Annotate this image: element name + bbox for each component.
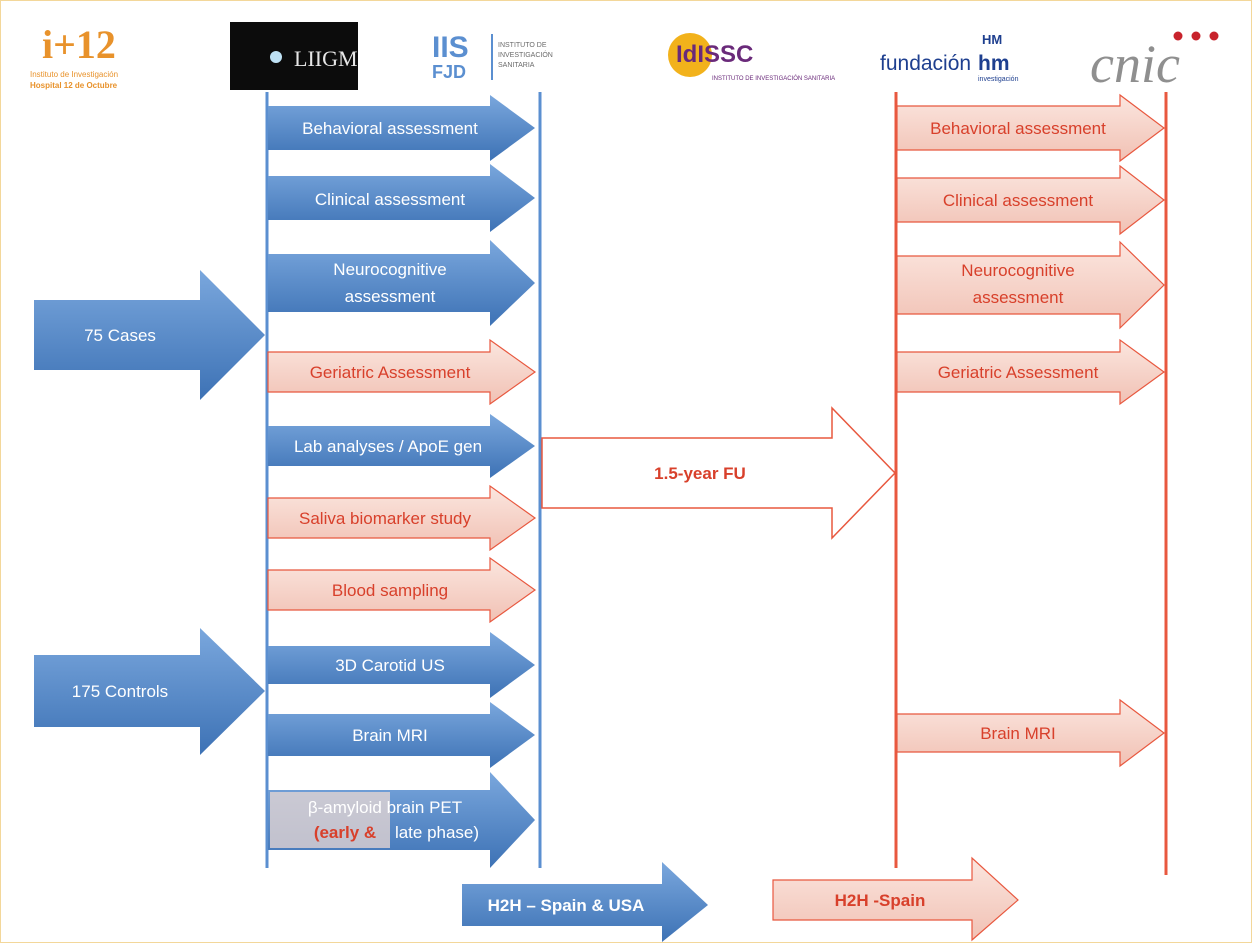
logo-iisfjd-side3: SANITARIA bbox=[498, 62, 535, 69]
followup-step-label: Behavioral assessment bbox=[930, 119, 1106, 138]
baseline-step-label: Geriatric Assessment bbox=[310, 363, 471, 382]
logo-i12-line2: Hospital 12 de Octubre bbox=[30, 81, 118, 90]
baseline-step-clinical: Clinical assessment bbox=[268, 164, 535, 232]
logo-idissc: IdISSC INSTITUTO DE INVESTIGACIÓN SANITA… bbox=[668, 33, 835, 82]
followup-step-geriatric: Geriatric Assessment bbox=[896, 338, 1166, 406]
baseline-step-lab: Lab analyses / ApoE gen bbox=[268, 414, 535, 478]
logo-iisfjd-side1: INSTITUTO DE bbox=[498, 42, 547, 49]
baseline-step-saliva: Saliva biomarker study bbox=[267, 484, 537, 552]
group-arrow-controls: 175 Controls bbox=[34, 628, 265, 755]
logo-liigm: LIIGM bbox=[230, 22, 358, 90]
logo-fundacionhm-text-a: fundación bbox=[880, 52, 971, 75]
baseline-step-label-line2a: (early & bbox=[314, 823, 376, 842]
logo-idissc-text: IdISSC bbox=[676, 41, 753, 68]
h2h-spain-usa-label: H2H – Spain & USA bbox=[488, 896, 645, 915]
h2h-spain-usa-arrow: H2H – Spain & USA bbox=[462, 862, 708, 942]
baseline-step-label-line1: Neurocognitive bbox=[333, 260, 446, 279]
logo-i12: i+12 Instituto de Investigación Hospital… bbox=[30, 22, 118, 90]
baseline-step-geriatric: Geriatric Assessment bbox=[267, 338, 537, 406]
logo-iisfjd-side2: INVESTIGACIÓN bbox=[498, 50, 553, 59]
logo-idissc-sub: INSTITUTO DE INVESTIGACIÓN SANITARIA bbox=[712, 75, 835, 82]
baseline-step-label: Saliva biomarker study bbox=[299, 509, 471, 528]
group-arrow-cases: 75 Cases bbox=[34, 270, 265, 400]
group-controls-label: 175 Controls bbox=[72, 682, 168, 701]
logo-iisfjd-sub: FJD bbox=[432, 62, 466, 82]
logo-iisfjd-text: IIS bbox=[432, 31, 469, 64]
baseline-step-brain-mri: Brain MRI bbox=[268, 702, 535, 768]
baseline-step-label: Blood sampling bbox=[332, 581, 448, 600]
followup-step-neurocognitive: Neurocognitive assessment bbox=[896, 240, 1165, 330]
logo-fundacionhm: HM fundación hm investigación bbox=[880, 30, 1019, 83]
followup-step-clinical: Clinical assessment bbox=[896, 164, 1165, 236]
logo-fundacionhm-sub: investigación bbox=[978, 76, 1019, 83]
baseline-step-label: Lab analyses / ApoE gen bbox=[294, 437, 482, 456]
logo-fundacionhm-mark: HM bbox=[982, 32, 1002, 47]
baseline-step-pet: β-amyloid brain PET (early & late phase) bbox=[268, 772, 535, 868]
followup-step-label-line1: Neurocognitive bbox=[961, 261, 1074, 280]
logo-i12-text: i+12 bbox=[42, 22, 116, 67]
logo-fundacionhm-text-b: hm bbox=[978, 52, 1010, 75]
logo-liigm-text: LIIGM bbox=[294, 46, 358, 71]
baseline-step-blood: Blood sampling bbox=[267, 556, 537, 624]
h2h-spain-arrow: H2H -Spain bbox=[772, 856, 1019, 942]
baseline-step-neurocognitive: Neurocognitive assessment bbox=[268, 240, 535, 326]
baseline-step-label: Behavioral assessment bbox=[302, 119, 478, 138]
baseline-step-carotid: 3D Carotid US bbox=[268, 632, 535, 698]
followup-step-label-line2: assessment bbox=[973, 288, 1064, 307]
baseline-step-label: Brain MRI bbox=[352, 726, 428, 745]
h2h-spain-label: H2H -Spain bbox=[835, 891, 926, 910]
baseline-step-behavioral: Behavioral assessment bbox=[268, 95, 535, 161]
followup-arrow: 1.5-year FU bbox=[541, 406, 897, 540]
followup-step-behavioral: Behavioral assessment bbox=[896, 93, 1165, 163]
baseline-step-label: 3D Carotid US bbox=[335, 656, 445, 675]
logo-i12-line1: Instituto de Investigación bbox=[30, 70, 118, 79]
baseline-step-label-line2: assessment bbox=[345, 287, 436, 306]
logo-iisfjd: IIS FJD INSTITUTO DE INVESTIGACIÓN SANIT… bbox=[432, 31, 553, 82]
baseline-step-label-line2b: late phase) bbox=[395, 823, 479, 842]
logo-cnic: cnic bbox=[1090, 31, 1219, 94]
logo-cnic-text: cnic bbox=[1090, 34, 1180, 94]
followup-step-label: Brain MRI bbox=[980, 724, 1056, 743]
followup-step-brain-mri: Brain MRI bbox=[896, 698, 1165, 768]
group-cases-label: 75 Cases bbox=[84, 326, 156, 345]
followup-step-label: Geriatric Assessment bbox=[938, 363, 1099, 382]
baseline-step-label: Clinical assessment bbox=[315, 190, 465, 209]
followup-label: 1.5-year FU bbox=[654, 464, 746, 483]
baseline-step-label-line1: β-amyloid brain PET bbox=[308, 798, 462, 817]
followup-step-label: Clinical assessment bbox=[943, 191, 1093, 210]
